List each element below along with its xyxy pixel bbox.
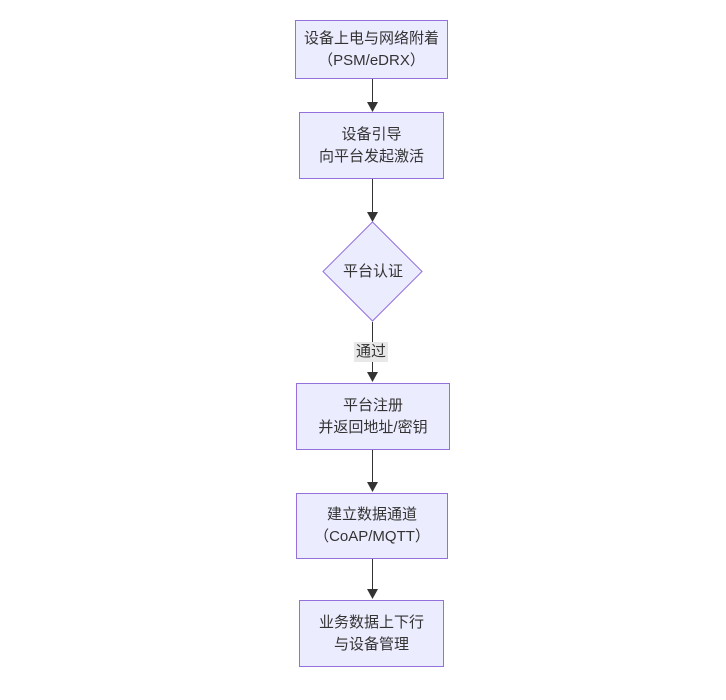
arrow-head-n1-n2 bbox=[367, 102, 378, 112]
node-label-line: 业务数据上下行 bbox=[318, 613, 424, 631]
node-platform-register: 平台注册 并返回地址/密钥 bbox=[296, 383, 450, 450]
edge-label-pass: 通过 bbox=[354, 342, 389, 362]
node-device-bootstrap: 设备引导 向平台发起激活 bbox=[299, 112, 444, 179]
node-business-data: 业务数据上下行 与设备管理 bbox=[299, 600, 444, 667]
node-label-line: （CoAP/MQTT） bbox=[314, 528, 430, 545]
node-label-line: 建立数据通道 bbox=[326, 506, 417, 523]
node-label-line: 设备上电与网络附着 bbox=[303, 29, 439, 47]
node-label-line: 设备引导 bbox=[341, 125, 402, 143]
arrow-head-n4-n5 bbox=[367, 482, 378, 492]
decision-platform-auth-label: 平台认证 bbox=[342, 263, 403, 280]
node-label-line: 平台注册 bbox=[342, 396, 403, 414]
node-label-line: 并返回地址/密钥 bbox=[318, 418, 428, 436]
arrow-head-n5-n6 bbox=[367, 589, 378, 599]
node-label-line: （PSM/eDRX） bbox=[318, 51, 425, 69]
arrow-head-n3-n4 bbox=[367, 372, 378, 382]
node-power-network-attach: 设备上电与网络附着 （PSM/eDRX） bbox=[295, 20, 448, 79]
arrow-head-n2-n3 bbox=[367, 212, 378, 222]
node-label-line: 与设备管理 bbox=[333, 635, 409, 653]
node-label-line: 向平台发起激活 bbox=[318, 147, 424, 165]
node-data-channel: 建立数据通道 （CoAP/MQTT） bbox=[296, 493, 448, 559]
